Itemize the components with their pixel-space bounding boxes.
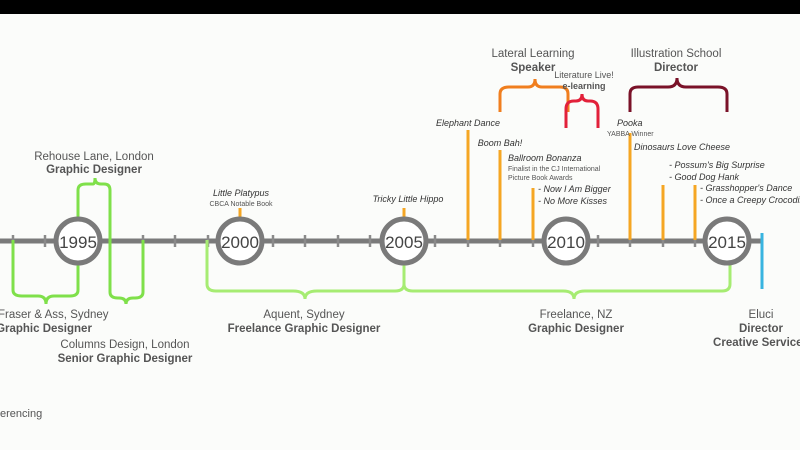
literature-bracket (564, 93, 600, 128)
book-platypus-note: CBCA Notable Book (209, 201, 273, 208)
fraser-bracket (11, 240, 80, 305)
book-ballroom-title: Ballroom Bonanza (508, 153, 582, 163)
book-hippo-title: Tricky Little Hippo (373, 194, 444, 204)
freelance-role: Graphic Designer (528, 323, 624, 335)
book-pooka-note: YABBA Winner (607, 131, 654, 138)
book-possum-title: - Possum's Big Surprise (669, 160, 765, 170)
freelance-bracket (402, 262, 732, 300)
book-hank-title: - Good Dog Hank (669, 172, 740, 182)
literature-org: Literature Live! (554, 70, 614, 80)
lateral-org: Lateral Learning (491, 48, 574, 60)
book-platypus-title: Little Platypus (213, 188, 270, 198)
book-ballroom-note-1: Finalist in the CJ International (508, 166, 601, 173)
book-ballroom-note-2: Picture Book Awards (508, 175, 573, 182)
year-2005-label: 2005 (385, 233, 423, 252)
book-elephant-title: Elephant Dance (436, 118, 500, 128)
lateral-bracket (498, 78, 570, 112)
book-crocodile-title: - Once a Creepy Crocodile (700, 195, 800, 205)
top-black-bar (0, 0, 800, 14)
columns-role: Senior Graphic Designer (58, 353, 193, 365)
eluci-role-2: Creative Services (713, 337, 800, 349)
eluci-place: Eluci (749, 309, 774, 321)
book-stems (238, 130, 697, 240)
illustration-role: Director (654, 62, 699, 74)
fraser-place: rell Fraser & Ass, Sydney (0, 309, 109, 321)
year-2010-label: 2010 (547, 233, 585, 252)
book-kisses-title: - No More Kisses (538, 196, 608, 206)
aquent-bracket (205, 240, 406, 300)
year-1995-label: 1995 (59, 233, 97, 252)
footer-text: erencing (0, 408, 42, 420)
literature-role: e-learning (562, 81, 605, 91)
book-pooka-title: Pooka (617, 118, 643, 128)
year-2015-label: 2015 (708, 233, 746, 252)
rehouse-bracket (76, 177, 112, 240)
rehouse-place: Rehouse Lane, London (34, 151, 154, 163)
book-dinosaurs-title: Dinosaurs Love Cheese (634, 142, 730, 152)
year-2000-marker: 2000 (215, 216, 265, 266)
year-2000-label: 2000 (221, 233, 259, 252)
book-bigger-title: - Now I Am Bigger (538, 184, 612, 194)
book-grasshopper-title: - Grasshopper's Dance (700, 183, 792, 193)
freelance-place: Freelance, NZ (540, 309, 613, 321)
aquent-place: Aquent, Sydney (263, 309, 344, 321)
book-boombah-title: Boom Bah! (478, 138, 523, 148)
year-2010-marker: 2010 (541, 216, 591, 266)
illustration-org: Illustration School (631, 48, 722, 60)
columns-place: Columns Design, London (60, 339, 189, 351)
lateral-role: Speaker (511, 62, 556, 74)
aquent-role: Freelance Graphic Designer (228, 323, 381, 335)
rehouse-role: Graphic Designer (46, 164, 142, 176)
fraser-role: Graphic Designer (0, 323, 92, 335)
illustration-bracket (628, 77, 729, 112)
year-2015-marker: 2015 (702, 216, 752, 266)
columns-bracket (108, 240, 145, 305)
eluci-role: Director (739, 323, 784, 335)
year-2005-marker: 2005 (379, 216, 429, 266)
year-1995-marker: 1995 (53, 216, 103, 266)
